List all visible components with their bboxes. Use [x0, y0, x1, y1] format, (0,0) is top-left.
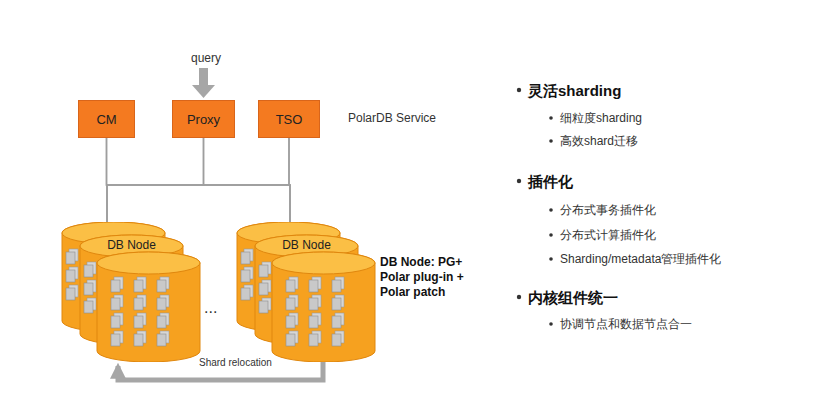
bus-line [107, 138, 204, 222]
bullet-text: 高效shard迁移 [560, 134, 638, 149]
bullet-text: 分布式计算插件化 [560, 228, 656, 243]
service-name: CM [96, 112, 116, 127]
diagram-label: DB Node: PG+ Polar plug-in + Polar patch [380, 255, 480, 300]
cylinder [97, 252, 200, 362]
bullet-text: 内核组件统一 [528, 288, 618, 307]
service-name: Proxy [187, 112, 220, 127]
bus-line [107, 138, 289, 222]
bullet-text: Sharding/metadata管理插件化 [560, 252, 721, 267]
service-name: TSO [276, 112, 303, 127]
bus-line [107, 138, 291, 222]
cylinder [272, 252, 375, 362]
db-node-stack: DB Node [60, 222, 202, 362]
query-arrow [192, 68, 215, 98]
bus-line [289, 138, 290, 222]
bullet-text: 分布式事务插件化 [560, 203, 656, 218]
diagram-label: query [186, 51, 226, 66]
service-box: Proxy [172, 100, 235, 138]
diagram-label: PolarDB Service [348, 111, 436, 126]
service-box: TSO [258, 100, 320, 138]
bullet-text: 插件化 [528, 172, 573, 191]
diagram-label: ... [204, 298, 217, 318]
edge-label: Shard relocation [197, 357, 274, 368]
bullet-text: 细粒度sharding [560, 111, 642, 126]
service-box: CM [78, 100, 135, 138]
bus-line [204, 138, 291, 222]
db-node-stack: DB Node [235, 222, 377, 362]
node-name: DB Node [282, 239, 331, 251]
bullet-text: 协调节点和数据节点合一 [560, 317, 692, 332]
node-name: DB Node [107, 239, 156, 251]
bullet-text: 灵活sharding [528, 81, 621, 100]
